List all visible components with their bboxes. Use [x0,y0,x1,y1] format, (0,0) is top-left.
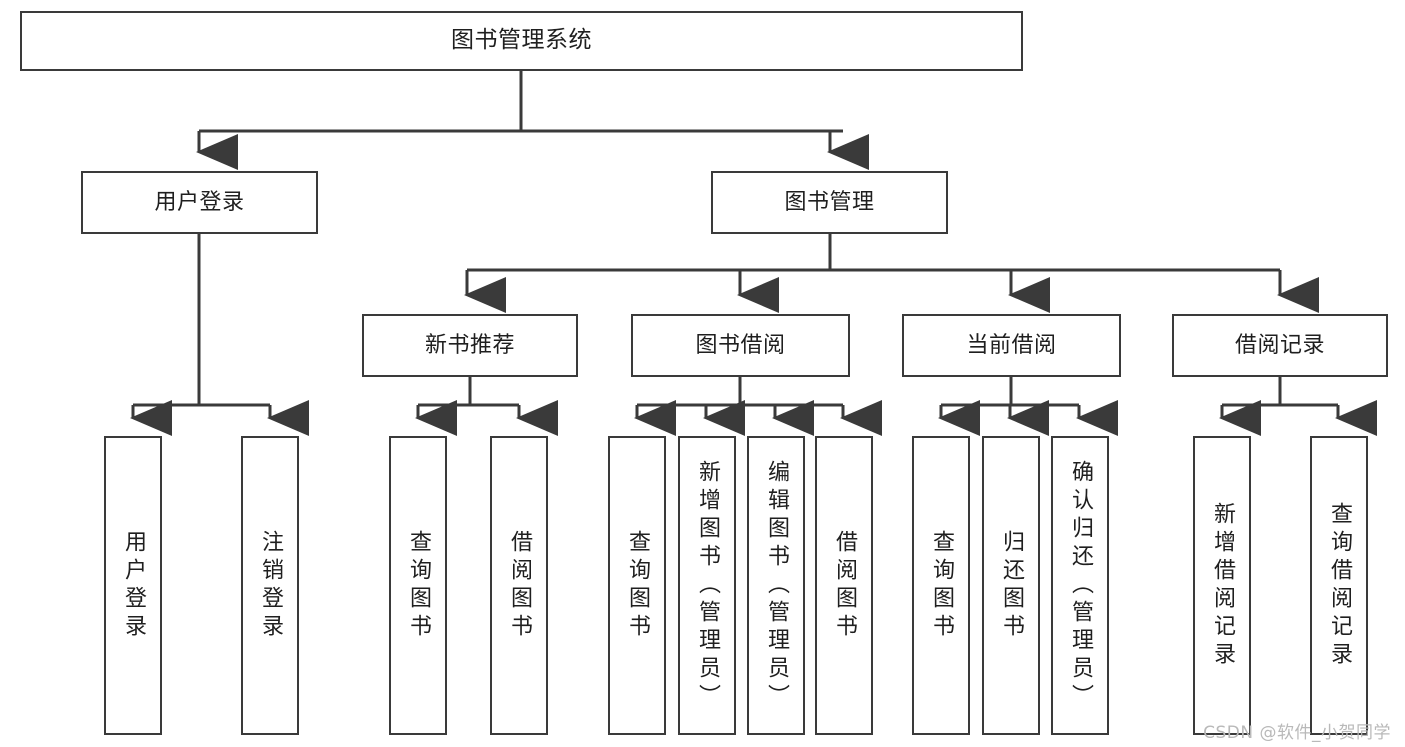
node-root[interactable]: 图书管理系统 [20,11,1023,71]
leaf-add-book-label: 新增图书（管理员） [695,459,720,712]
leaf-query-record[interactable]: 查询借阅记录 [1310,436,1368,735]
leaf-logout-login-label: 注销登录 [258,529,283,642]
leaf-logout-login[interactable]: 注销登录 [241,436,299,735]
leaf-query-book-1[interactable]: 查询图书 [389,436,447,735]
leaf-query-book-3-label: 查询图书 [929,529,954,642]
leaf-return-book[interactable]: 归还图书 [982,436,1040,735]
node-current-borrow-label: 当前借阅 [966,332,1057,358]
node-root-label: 图书管理系统 [451,27,592,54]
leaf-borrow-book-1-label: 借阅图书 [507,529,532,642]
node-borrow-record[interactable]: 借阅记录 [1172,314,1388,377]
node-book-borrow[interactable]: 图书借阅 [631,314,850,377]
leaf-add-record-label: 新增借阅记录 [1210,501,1235,670]
leaf-borrow-book-2-label: 借阅图书 [832,529,857,642]
node-borrow-record-label: 借阅记录 [1234,332,1325,358]
leaf-query-book-1-label: 查询图书 [406,529,431,642]
leaf-add-book[interactable]: 新增图书（管理员） [678,436,736,735]
node-user-login-label: 用户登录 [154,189,245,215]
node-book-manage-label: 图书管理 [784,189,875,215]
node-book-manage[interactable]: 图书管理 [711,171,948,234]
leaf-query-book-2[interactable]: 查询图书 [608,436,666,735]
leaf-query-book-2-label: 查询图书 [625,529,650,642]
leaf-add-record[interactable]: 新增借阅记录 [1193,436,1251,735]
leaf-user-login[interactable]: 用户登录 [104,436,162,735]
leaf-return-book-label: 归还图书 [999,529,1024,642]
leaf-confirm-return[interactable]: 确认归还（管理员） [1051,436,1109,735]
leaf-borrow-book-1[interactable]: 借阅图书 [490,436,548,735]
watermark: CSDN @软件_小贺同学 [1203,723,1391,743]
leaf-query-record-label: 查询借阅记录 [1327,501,1352,670]
leaf-edit-book-label: 编辑图书（管理员） [764,459,789,712]
leaf-confirm-return-label: 确认归还（管理员） [1068,459,1093,712]
node-book-borrow-label: 图书借阅 [695,332,786,358]
node-current-borrow[interactable]: 当前借阅 [902,314,1121,377]
node-new-book-recommend-label: 新书推荐 [424,332,515,358]
leaf-user-login-label: 用户登录 [121,529,146,642]
node-new-book-recommend[interactable]: 新书推荐 [362,314,578,377]
leaf-borrow-book-2[interactable]: 借阅图书 [815,436,873,735]
node-user-login[interactable]: 用户登录 [81,171,318,234]
leaf-query-book-3[interactable]: 查询图书 [912,436,970,735]
leaf-edit-book[interactable]: 编辑图书（管理员） [747,436,805,735]
